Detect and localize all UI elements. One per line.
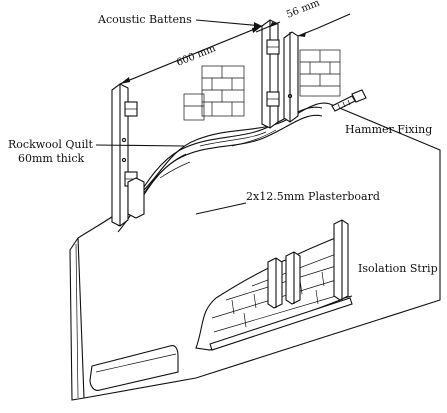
dimension-56-label: 56 mm (285, 0, 322, 21)
hammer-fixing-label: Hammer Fixing (345, 123, 432, 136)
skirting-board (89, 345, 179, 391)
acoustic-battens-label: Acoustic Battens (97, 13, 192, 26)
left-batten (111, 83, 145, 227)
isolation-strip-label: Isolation Strip (358, 262, 438, 275)
dimension-600-label: 600 mm (175, 43, 218, 69)
rockwool-callout: Rockwool Quilt 60mm thick (8, 138, 185, 165)
dimension-600mm: 600 mm (119, 25, 263, 85)
brick-wall-top (183, 49, 341, 121)
rockwool-label-line2: 60mm thick (18, 152, 85, 165)
plasterboard-callout: 2x12.5mm Plasterboard (195, 190, 380, 215)
rockwool-label-line1: Rockwool Quilt (8, 138, 94, 151)
cutaway-section (195, 219, 353, 351)
hammer-fixing-screw (331, 89, 367, 112)
acoustic-battens-callout: Acoustic Battens (97, 13, 263, 28)
right-battens (261, 19, 299, 129)
plasterboard-label: 2x12.5mm Plasterboard (246, 190, 380, 203)
